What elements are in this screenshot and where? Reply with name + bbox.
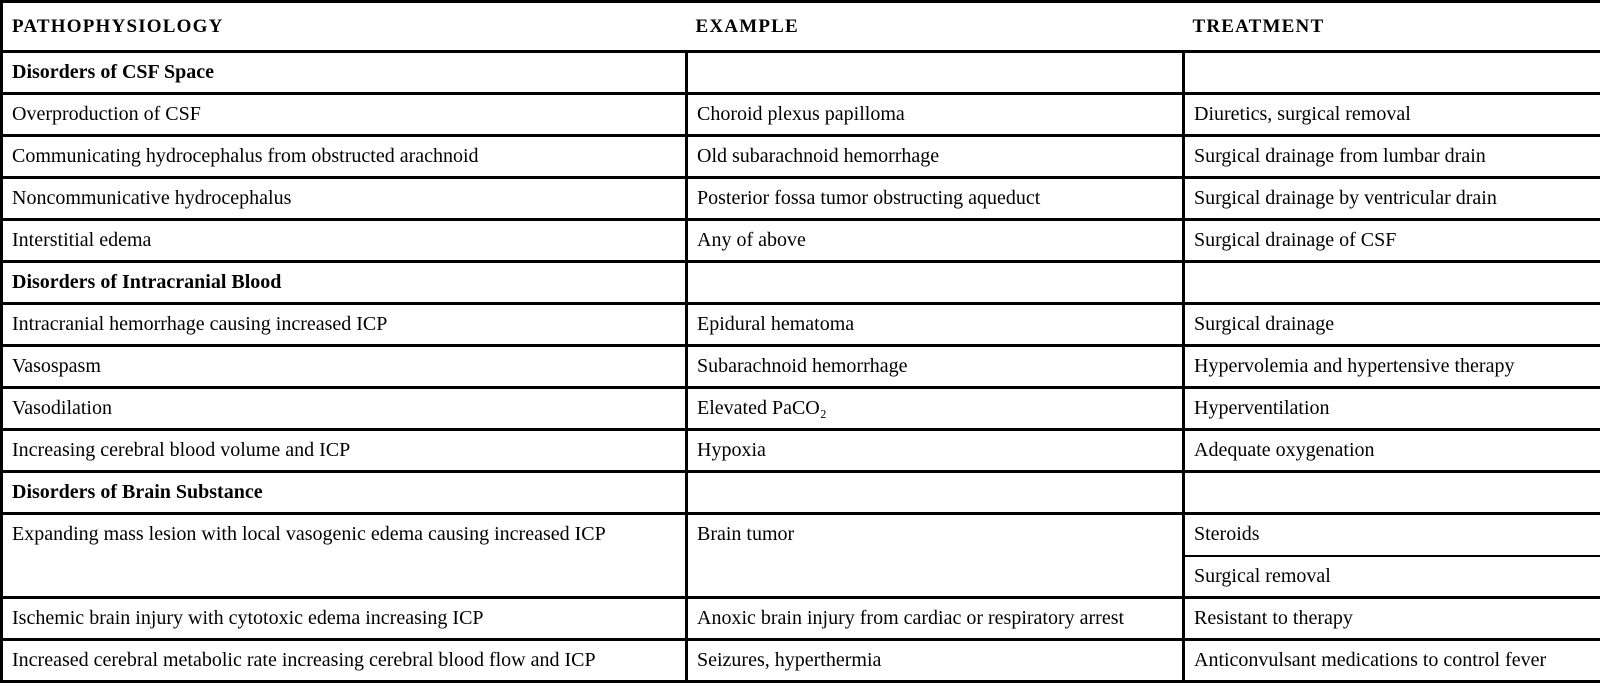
column-header-pathophysiology: PATHOPHYSIOLOGY	[1, 0, 687, 53]
section-row: Disorders of Brain Substance	[0, 470, 1600, 515]
cell-pathophysiology: Vasospasm	[0, 344, 688, 389]
cell-pathophysiology: Increasing cerebral blood volume and ICP	[0, 428, 688, 473]
section-title: Disorders of Brain Substance	[0, 470, 688, 515]
table-row: Increased cerebral metabolic rate increa…	[0, 638, 1600, 683]
section-title: Disorders of Intracranial Blood	[0, 260, 688, 305]
table-row: Communicating hydrocephalus from obstruc…	[0, 134, 1600, 179]
header-row: PATHOPHYSIOLOGY EXAMPLE TREATMENT	[1, 0, 1600, 53]
cell-treatment: Diuretics, surgical removal	[1182, 92, 1600, 137]
cell-example: Choroid plexus papilloma	[685, 92, 1185, 137]
cell-pathophysiology: Noncommunicative hydrocephalus	[0, 176, 688, 221]
cell-treatment: Hypervolemia and hypertensive therapy	[1182, 344, 1600, 389]
empty-cell	[685, 470, 1185, 515]
cell-pathophysiology: Communicating hydrocephalus from obstruc…	[0, 134, 688, 179]
cell-treatment: Surgical drainage by ventricular drain	[1182, 176, 1600, 221]
cell-pathophysiology: Overproduction of CSF	[0, 92, 688, 137]
cell-treatment: Anticonvulsant medications to control fe…	[1182, 638, 1600, 683]
table-row: Interstitial edema Any of above Surgical…	[0, 218, 1600, 263]
table-row: Expanding mass lesion with local vasogen…	[0, 512, 1600, 599]
section-row: Disorders of Intracranial Blood	[0, 260, 1600, 305]
table-row: Surgical removal	[2, 554, 1600, 599]
empty-cell	[685, 50, 1185, 95]
cell-pathophysiology: Interstitial edema	[0, 218, 688, 263]
cell-treatment: Surgical drainage	[1182, 302, 1600, 347]
column-header-treatment: TREATMENT	[1183, 0, 1600, 53]
cell-example: Old subarachnoid hemorrhage	[685, 134, 1185, 179]
empty-cell	[1182, 50, 1600, 95]
cell-pathophysiology: Expanding mass lesion with local vasogen…	[0, 512, 688, 599]
cell-example: Any of above	[685, 218, 1185, 263]
column-header-example: EXAMPLE	[686, 0, 1184, 53]
cell-treatment: Adequate oxygenation	[1182, 428, 1600, 473]
table-row: Overproduction of CSF Choroid plexus pap…	[0, 92, 1600, 137]
table-row: Intracranial hemorrhage causing increase…	[0, 302, 1600, 347]
cell-example: Brain tumor	[685, 512, 1185, 599]
cell-example: Posterior fossa tumor obstructing aquedu…	[685, 176, 1185, 221]
cell-example: Seizures, hyperthermia	[685, 638, 1185, 683]
cell-treatment: Surgical drainage of CSF	[1182, 218, 1600, 263]
empty-cell	[1182, 260, 1600, 305]
cell-example: Elevated PaCO₂	[685, 386, 1185, 431]
empty-cell	[685, 260, 1185, 305]
table-row: Vasodilation Elevated PaCO₂ Hyperventila…	[0, 386, 1600, 431]
table-row: Ischemic brain injury with cytotoxic ede…	[0, 596, 1600, 641]
cell-treatment: Surgical removal	[1182, 554, 1600, 599]
cell-example: Anoxic brain injury from cardiac or resp…	[685, 596, 1185, 641]
cell-treatment: Steroids	[1182, 512, 1600, 557]
table-row: Increasing cerebral blood volume and ICP…	[0, 428, 1600, 473]
cell-treatment: Hyperventilation	[1182, 386, 1600, 431]
section-title: Disorders of CSF Space	[0, 50, 688, 95]
cell-pathophysiology: Ischemic brain injury with cytotoxic ede…	[0, 596, 688, 641]
cell-example: Subarachnoid hemorrhage	[685, 344, 1185, 389]
section-row: Disorders of CSF Space	[0, 50, 1600, 95]
cell-example: Hypoxia	[685, 428, 1185, 473]
cell-treatment: Resistant to therapy	[1182, 596, 1600, 641]
empty-cell	[1182, 470, 1600, 515]
table-row: Noncommunicative hydrocephalus Posterior…	[0, 176, 1600, 221]
cell-example: Epidural hematoma	[685, 302, 1185, 347]
cell-pathophysiology: Intracranial hemorrhage causing increase…	[0, 302, 688, 347]
cell-treatment: Surgical drainage from lumbar drain	[1182, 134, 1600, 179]
cell-pathophysiology: Vasodilation	[0, 386, 688, 431]
table-row: Vasospasm Subarachnoid hemorrhage Hyperv…	[0, 344, 1600, 389]
cell-pathophysiology: Increased cerebral metabolic rate increa…	[0, 638, 688, 683]
